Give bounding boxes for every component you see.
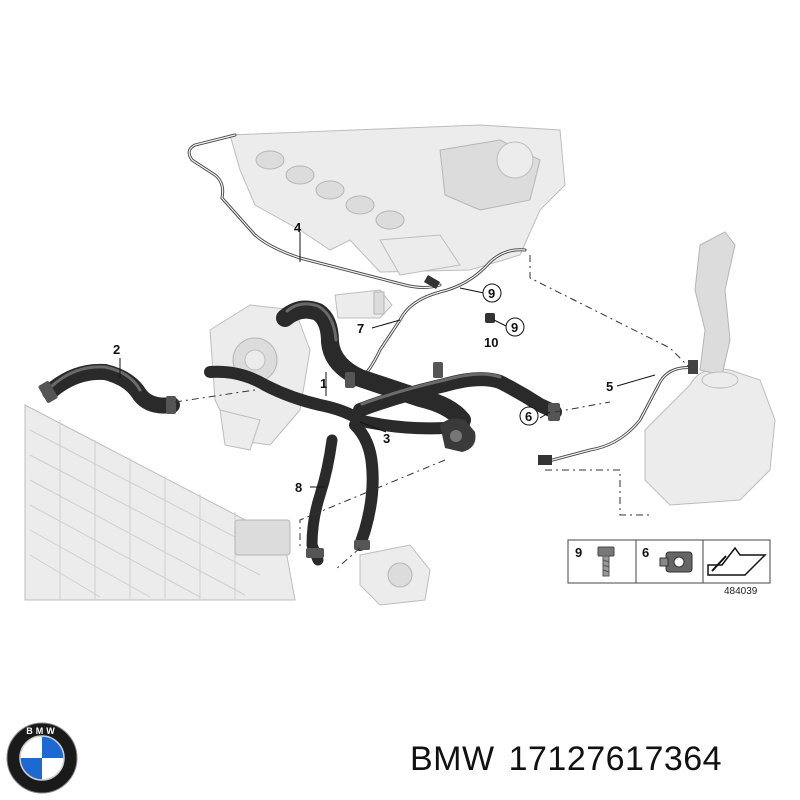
callout-3: 3 bbox=[383, 431, 390, 446]
callout-2: 2 bbox=[113, 342, 120, 357]
legend-box: 9 6 484039 bbox=[567, 539, 771, 597]
callout-circle-9b bbox=[505, 317, 525, 337]
clip-icon bbox=[659, 551, 693, 573]
leader-lines bbox=[119, 232, 656, 488]
bolt-icon bbox=[597, 546, 615, 577]
brand-name: BMW bbox=[410, 740, 495, 778]
brand-caption: BMW 17127617364 bbox=[410, 740, 736, 779]
assembly-lines bbox=[174, 255, 691, 571]
callout-9b: 9 bbox=[511, 320, 518, 335]
legend-number-6: 6 bbox=[642, 545, 649, 560]
arrow-icon bbox=[707, 546, 767, 576]
hose-6 bbox=[353, 372, 562, 421]
callout-5: 5 bbox=[606, 379, 613, 394]
part-number: 17127617364 bbox=[508, 740, 723, 778]
callout-7: 7 bbox=[357, 321, 364, 336]
thermostat-housing-ghost bbox=[334, 289, 393, 319]
coolant-pipe-7 bbox=[353, 248, 527, 387]
alternator-ghost bbox=[209, 304, 311, 451]
hose-8 bbox=[306, 434, 370, 566]
engine-block-ghost bbox=[229, 124, 566, 276]
callout-labels: 2 1 4 7 5 3 8 10 9 9 6 bbox=[113, 220, 613, 495]
radiator-ghost bbox=[24, 404, 296, 601]
callout-circle-9a bbox=[482, 283, 502, 303]
logo-letters: BMW bbox=[26, 726, 58, 736]
hose-3 bbox=[204, 365, 451, 551]
coolant-pipe-4 bbox=[187, 133, 442, 289]
small-sensors bbox=[345, 313, 495, 388]
callout-circle-6 bbox=[519, 406, 539, 426]
coolant-pipe-5 bbox=[538, 360, 698, 465]
pump-connector bbox=[440, 418, 476, 452]
callout-4: 4 bbox=[294, 220, 302, 235]
diagram-reference-number: 484039 bbox=[724, 586, 758, 597]
expansion-tank-ghost bbox=[644, 231, 776, 506]
hose-2 bbox=[38, 363, 180, 414]
callout-9a: 9 bbox=[488, 286, 495, 301]
callout-1: 1 bbox=[320, 376, 327, 391]
water-pump-ghost bbox=[359, 544, 431, 606]
callout-10: 10 bbox=[484, 335, 498, 350]
bmw-logo-icon: BMW bbox=[6, 722, 78, 794]
callout-8: 8 bbox=[295, 480, 302, 495]
callout-6: 6 bbox=[525, 409, 532, 424]
legend-number-9: 9 bbox=[575, 545, 582, 560]
